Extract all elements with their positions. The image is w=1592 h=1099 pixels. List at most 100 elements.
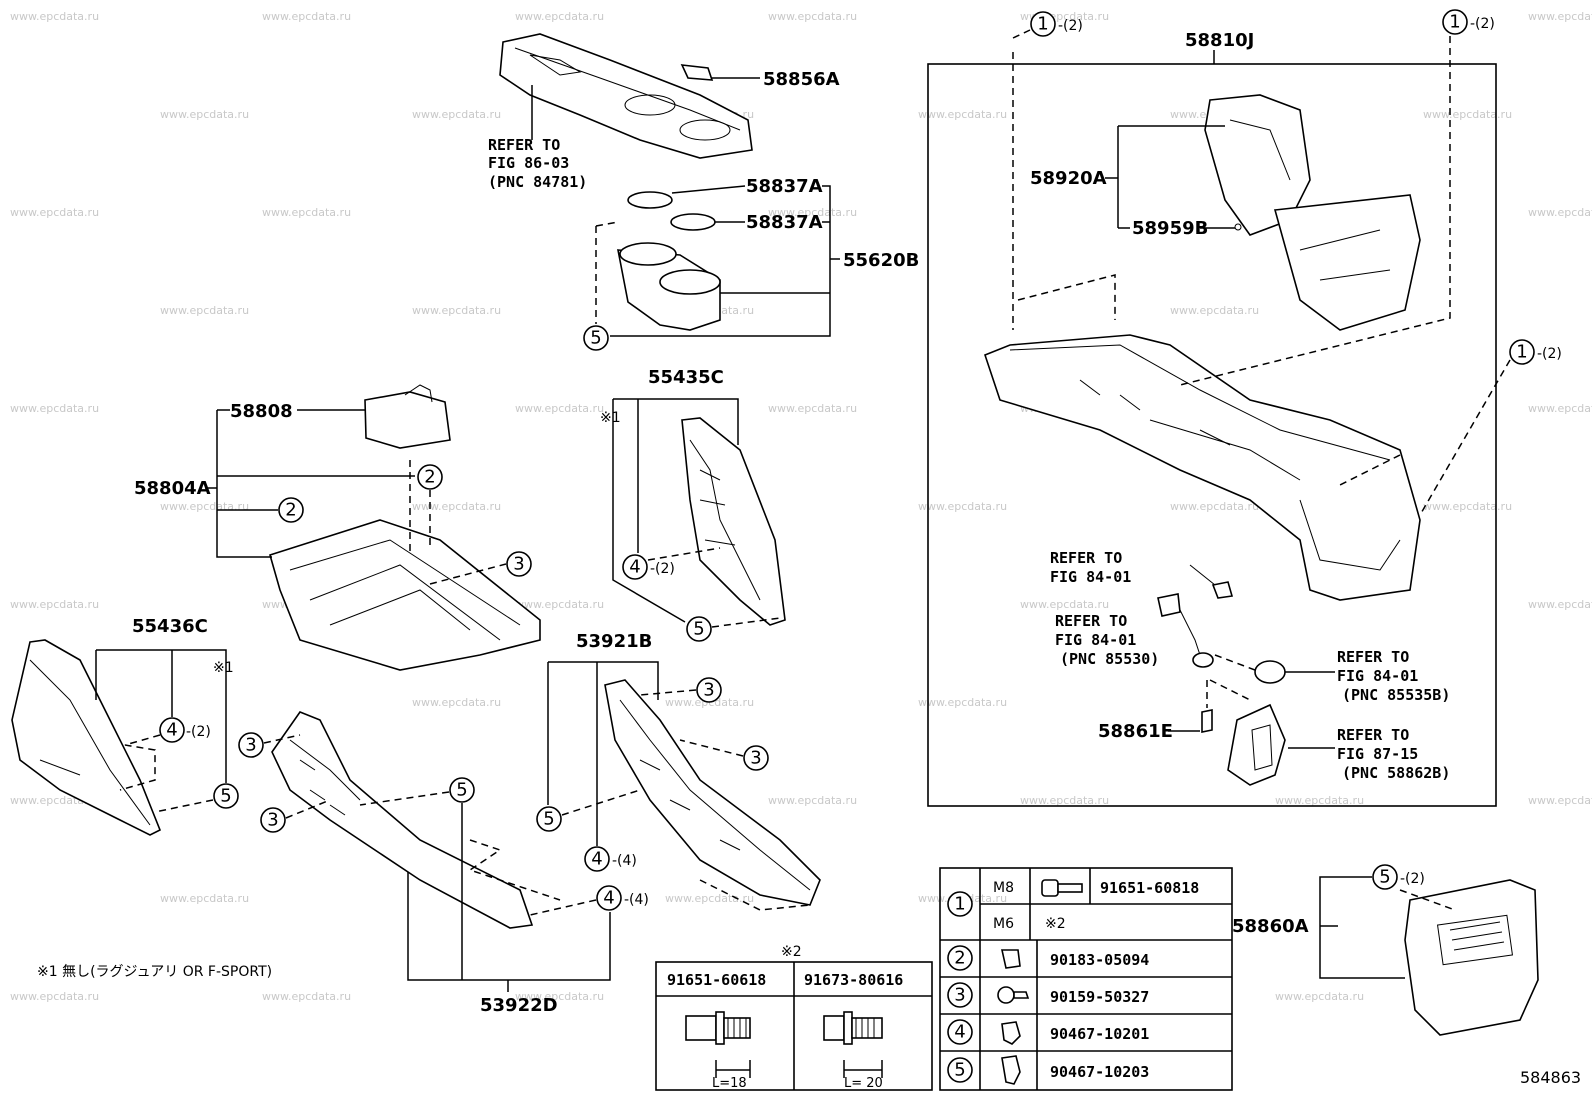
- svg-text:M8: M8: [993, 880, 1014, 896]
- rear-vent-drawing: [1404, 879, 1539, 1036]
- label-58837A-1: 58837A: [746, 176, 823, 197]
- svg-text:www.epcdata.ru: www.epcdata.ru: [918, 696, 1007, 709]
- svg-text:L=18: L=18: [712, 1076, 747, 1091]
- svg-text:www.epcdata.ru: www.epcdata.ru: [515, 402, 604, 415]
- note-x1-a: ※1: [600, 410, 621, 426]
- svg-text:5: 5: [693, 619, 704, 640]
- svg-text:90159-50327: 90159-50327: [1050, 988, 1149, 1006]
- switch-panel-drawing: [499, 33, 753, 159]
- svg-text:※2: ※2: [781, 944, 802, 960]
- svg-text:REFER TO: REFER TO: [488, 136, 560, 154]
- svg-text:www.epcdata.ru: www.epcdata.ru: [262, 206, 351, 219]
- svg-text:www.epcdata.ru: www.epcdata.ru: [262, 10, 351, 23]
- svg-text:www.epcdata.ru: www.epcdata.ru: [515, 990, 604, 1003]
- svg-text:www.epcdata.ru: www.epcdata.ru: [1528, 206, 1592, 219]
- svg-text:www.epcdata.ru: www.epcdata.ru: [412, 500, 501, 513]
- side-panel-53921B-drawing: [604, 679, 821, 906]
- svg-text:-(2): -(2): [1470, 16, 1495, 32]
- svg-text:3: 3: [954, 985, 965, 1006]
- label-55620B: 55620B: [843, 250, 919, 271]
- svg-text:91651-60618: 91651-60618: [667, 971, 766, 989]
- svg-text:www.epcdata.ru: www.epcdata.ru: [10, 598, 99, 611]
- label-55435C: 55435C: [648, 367, 724, 388]
- svg-text:-(2): -(2): [650, 561, 675, 577]
- refer-note-3: REFER TO FIG 84-01 (PNC 85530): [1055, 612, 1159, 668]
- svg-text:3: 3: [245, 735, 256, 756]
- power-outlet-drawing: [1157, 564, 1286, 786]
- svg-text:www.epcdata.ru: www.epcdata.ru: [1528, 10, 1592, 23]
- stud-bolt-icon: [685, 1011, 751, 1045]
- svg-text:www.epcdata.ru: www.epcdata.ru: [160, 892, 249, 905]
- refer-note-5: REFER TO FIG 87-15 (PNC 58862B): [1337, 726, 1450, 782]
- note-x1-b: ※1: [213, 660, 234, 676]
- svg-text:L= 20: L= 20: [844, 1076, 883, 1091]
- side-panel-55436C-drawing: [11, 639, 162, 836]
- svg-text:91673-80616: 91673-80616: [804, 971, 903, 989]
- svg-text:www.epcdata.ru: www.epcdata.ru: [918, 108, 1007, 121]
- svg-text:FIG 87-15: FIG 87-15: [1337, 745, 1418, 763]
- svg-text:www.epcdata.ru: www.epcdata.ru: [1528, 598, 1592, 611]
- svg-text:4: 4: [166, 720, 177, 741]
- svg-text:90467-10201: 90467-10201: [1050, 1025, 1149, 1043]
- svg-text:1: 1: [1037, 14, 1048, 35]
- svg-text:www.epcdata.ru: www.epcdata.ru: [1528, 402, 1592, 415]
- svg-text:www.epcdata.ru: www.epcdata.ru: [515, 10, 604, 23]
- svg-text:www.epcdata.ru: www.epcdata.ru: [515, 598, 604, 611]
- svg-text:REFER TO: REFER TO: [1337, 648, 1409, 666]
- svg-text:4: 4: [954, 1022, 965, 1043]
- svg-text:www.epcdata.ru: www.epcdata.ru: [918, 500, 1007, 513]
- svg-text:www.epcdata.ru: www.epcdata.ru: [160, 304, 249, 317]
- svg-text:5: 5: [954, 1060, 965, 1081]
- svg-text:5: 5: [590, 328, 601, 349]
- console-box-drawing: [984, 94, 1421, 601]
- label-58810J: 58810J: [1185, 30, 1254, 51]
- svg-text:www.epcdata.ru: www.epcdata.ru: [1170, 304, 1259, 317]
- svg-text:www.epcdata.ru: www.epcdata.ru: [160, 108, 249, 121]
- svg-text:-(2): -(2): [1400, 871, 1425, 887]
- label-53922D: 53922D: [480, 995, 558, 1016]
- label-58959B: 58959B: [1132, 218, 1208, 239]
- footnote: ※1 無し(ラグジュアリ OR F-SPORT): [37, 964, 272, 980]
- svg-text:-(2): -(2): [186, 724, 211, 740]
- svg-text:www.epcdata.ru: www.epcdata.ru: [768, 206, 857, 219]
- side-panel-53922D-drawing: [271, 711, 534, 929]
- svg-text:-(4): -(4): [624, 892, 649, 908]
- svg-text:www.epcdata.ru: www.epcdata.ru: [1423, 108, 1512, 121]
- svg-text:www.epcdata.ru: www.epcdata.ru: [1170, 500, 1259, 513]
- label-58837A-2: 58837A: [746, 212, 823, 233]
- svg-text:REFER TO: REFER TO: [1055, 612, 1127, 630]
- svg-text:www.epcdata.ru: www.epcdata.ru: [1020, 598, 1109, 611]
- svg-text:www.epcdata.ru: www.epcdata.ru: [768, 10, 857, 23]
- svg-text:www.epcdata.ru: www.epcdata.ru: [10, 10, 99, 23]
- figure-code: 584863: [1520, 1068, 1581, 1087]
- svg-text:5: 5: [1379, 867, 1390, 888]
- bolt-icon: [1041, 879, 1083, 897]
- label-58860A: 58860A: [1232, 916, 1309, 937]
- svg-text:(PNC 84781): (PNC 84781): [488, 173, 587, 191]
- svg-text:M6: M6: [993, 916, 1014, 932]
- svg-text:www.epcdata.ru: www.epcdata.ru: [665, 892, 754, 905]
- svg-text:5: 5: [543, 809, 554, 830]
- console-assembly-frame: [927, 63, 1497, 807]
- svg-text:www.epcdata.ru: www.epcdata.ru: [1020, 794, 1109, 807]
- svg-text:5: 5: [220, 786, 231, 807]
- label-53921B: 53921B: [576, 631, 652, 652]
- label-55436C: 55436C: [132, 616, 208, 637]
- fastener-table: 1 2 3 4 5 M8 M6 91651-60818 ※2 90183-050…: [939, 867, 1233, 1091]
- svg-text:※2: ※2: [1045, 916, 1066, 932]
- svg-text:1: 1: [1449, 12, 1460, 33]
- svg-text:www.epcdata.ru: www.epcdata.ru: [1275, 990, 1364, 1003]
- label-58808: 58808: [230, 401, 293, 422]
- svg-text:-(2): -(2): [1058, 18, 1083, 34]
- svg-text:90183-05094: 90183-05094: [1050, 951, 1149, 969]
- svg-text:91651-60818: 91651-60818: [1100, 879, 1199, 897]
- svg-text:-(2): -(2): [1537, 346, 1562, 362]
- svg-text:www.epcdata.ru: www.epcdata.ru: [10, 990, 99, 1003]
- svg-text:1: 1: [954, 894, 965, 915]
- clip-icon: [1001, 949, 1021, 969]
- svg-text:4: 4: [603, 888, 614, 909]
- svg-text:www.epcdata.ru: www.epcdata.ru: [768, 402, 857, 415]
- grommet-icon: [1001, 1021, 1021, 1045]
- svg-text:www.epcdata.ru: www.epcdata.ru: [1528, 794, 1592, 807]
